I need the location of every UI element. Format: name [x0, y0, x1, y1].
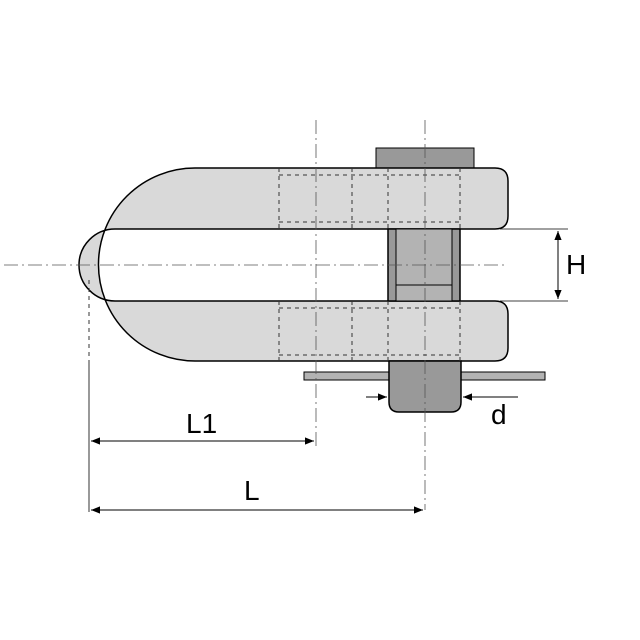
- dim-l1-label: L1: [186, 408, 217, 439]
- hidden-lines: [88, 168, 461, 361]
- dim-h-label: H: [566, 249, 586, 280]
- center-lines: [4, 120, 508, 510]
- extension-lines: [88, 228, 568, 512]
- shackle-body: [78, 167, 509, 362]
- dim-d-label: d: [491, 399, 507, 430]
- dim-l-label: L: [244, 475, 260, 506]
